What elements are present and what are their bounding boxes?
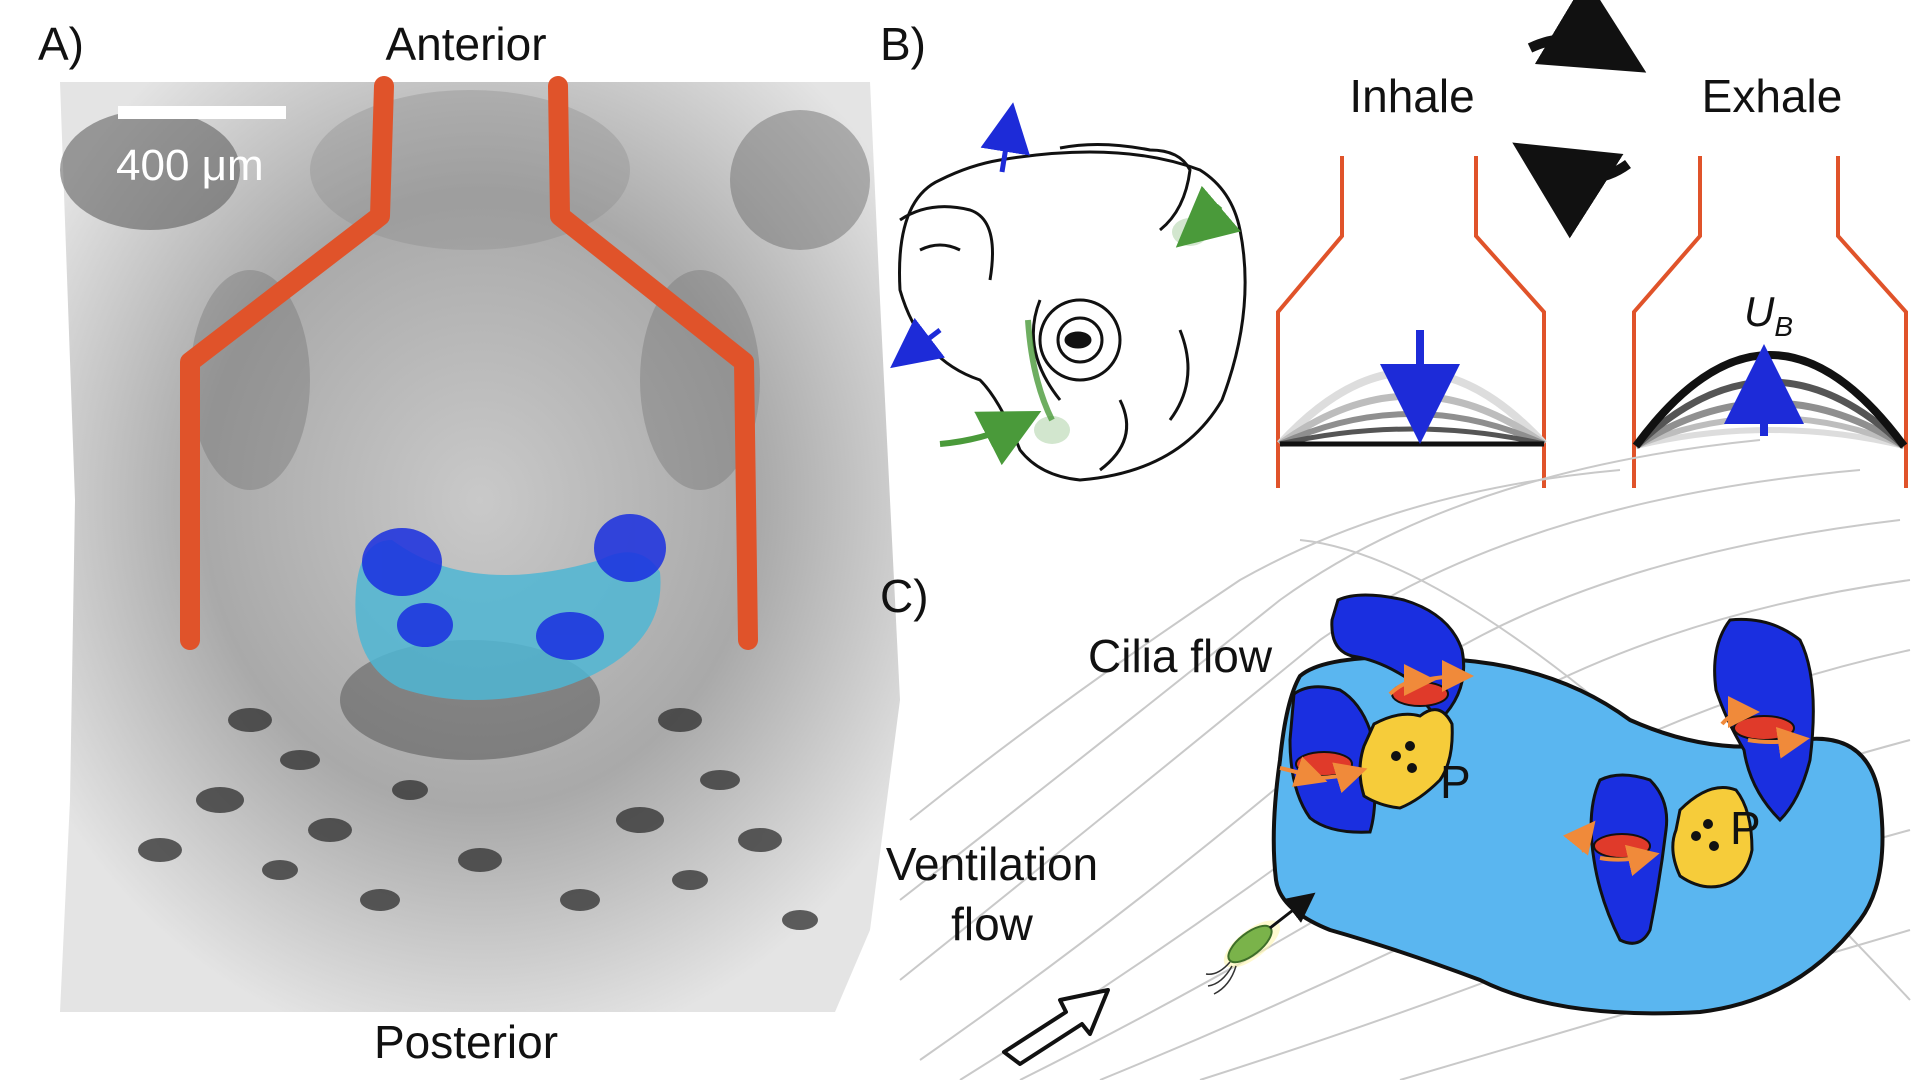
panel-b: B) Inhale Exhale (880, 0, 1908, 488)
panel-a: A) Anterior Posterior (38, 18, 900, 1068)
blue-expand-arrow-up (980, 102, 1030, 173)
ventilation-flow-label-1: Ventilation (886, 838, 1098, 890)
posterior-label: Posterior (374, 1016, 558, 1068)
cycle-arrow-back (1512, 142, 1631, 239)
fish-head-sketch (898, 142, 1247, 482)
orange-flow-arrows (1279, 660, 1810, 877)
panel-c-label: C) (880, 570, 929, 622)
green-gill-slit (1025, 319, 1055, 422)
inhale-diagram (1276, 156, 1547, 488)
anterior-label: Anterior (385, 18, 546, 70)
green-glow-mouth (1034, 416, 1070, 444)
velocity-subscript: B (1774, 311, 1793, 342)
panel-b-label: B) (880, 18, 926, 70)
p-label-1: P (1440, 756, 1471, 808)
green-inflow-arrow (939, 411, 1042, 466)
exhale-diagram: UB (1632, 156, 1908, 488)
velocity-symbol: U (1744, 288, 1775, 335)
blue-expand-arrow-left (890, 317, 946, 369)
cilia-flow-label: Cilia flow (1088, 630, 1273, 682)
channel-wall-right (548, 76, 758, 650)
inhale-label: Inhale (1349, 70, 1474, 122)
ventilation-flow-label-2: flow (951, 898, 1034, 950)
green-outflow-arrow (1175, 185, 1241, 248)
yellow-patch-2 (1671, 786, 1754, 889)
organism (1205, 892, 1316, 995)
channel-wall-left (180, 76, 394, 650)
exhale-label: Exhale (1702, 70, 1843, 122)
ventilation-arrow (1002, 988, 1110, 1066)
p-label-2: P (1730, 802, 1761, 854)
cycle-arrow-forward (1527, 0, 1647, 73)
dots (1391, 741, 1719, 851)
panel-c: C) Cilia flow Ventilation flow (880, 439, 1911, 1080)
panel-a-label: A) (38, 18, 84, 70)
scale-bar (118, 106, 286, 119)
blue-patches (362, 514, 666, 660)
velocity-label: UB (1744, 288, 1793, 342)
yellow-patch-1 (1358, 708, 1454, 810)
scale-bar-label: 400 μm (116, 141, 264, 190)
